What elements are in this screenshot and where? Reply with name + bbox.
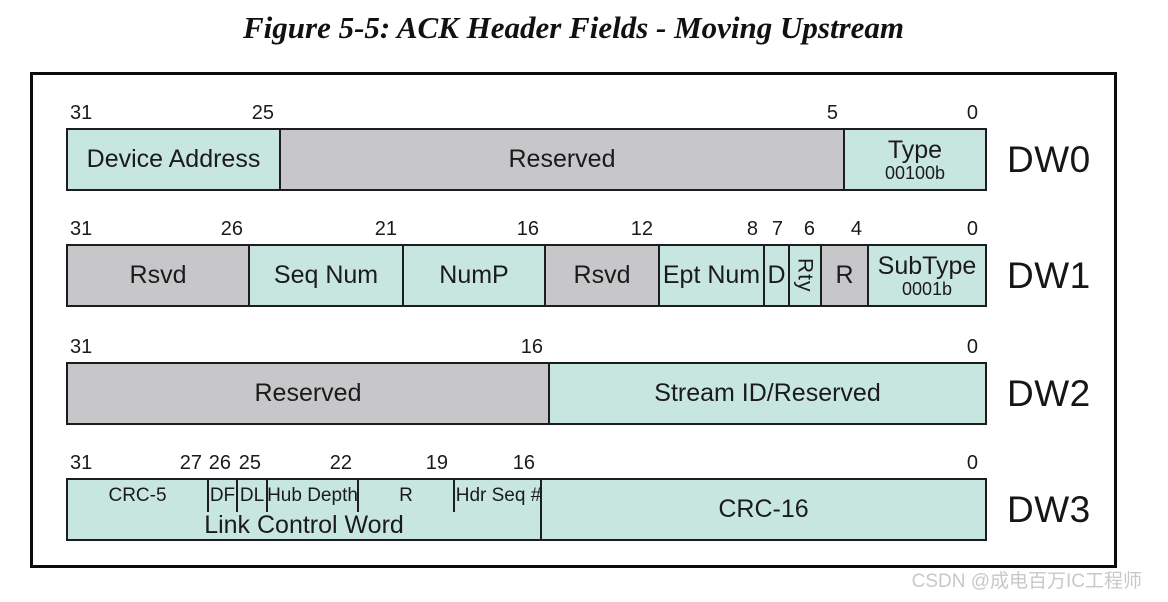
bit-label-0: 0: [966, 452, 978, 474]
bit-tick-row: 31 25 5 0: [66, 99, 987, 128]
dword-label-dw0: DW0: [1007, 138, 1091, 180]
bitfield-rsvd: Rsvd: [546, 246, 660, 305]
bitfield-reserved: Reserved: [68, 364, 550, 423]
field-label: Device Address: [86, 145, 261, 173]
bit-label-16: 16: [520, 336, 543, 358]
field-sublabel: 00100b: [884, 162, 946, 183]
bit-label-31: 31: [70, 218, 93, 240]
field-label: R: [835, 261, 854, 289]
field-label: Seq Num: [273, 261, 379, 289]
dword-label-dw2: DW2: [1007, 372, 1091, 414]
bit-label-16: 16: [512, 452, 535, 474]
bit-label-31: 31: [70, 102, 93, 124]
bit-label-22: 22: [329, 452, 352, 474]
bit-label-7: 7: [771, 218, 783, 240]
bitfield-rty: Rty: [790, 246, 822, 305]
bitfield-crc-16: CRC-16: [542, 480, 985, 539]
bit-label-0: 0: [966, 218, 978, 240]
bit-tick-row: 31 27 26 25 22 19 16 0: [66, 449, 987, 478]
bit-label-26: 26: [208, 452, 231, 474]
bitfield-r: R: [822, 246, 869, 305]
subfield-label: Hub Depth: [267, 485, 358, 506]
field-label: Link Control Word: [204, 511, 404, 539]
bitfield-device-address: Device Address: [68, 130, 281, 189]
bit-label-16: 16: [516, 218, 539, 240]
field-label: Reserved: [508, 145, 616, 173]
bit-label-19: 19: [425, 452, 448, 474]
watermark: CSDN @成电百万IC工程师: [911, 571, 1142, 592]
subfield-hub-depth: Hub Depth: [267, 480, 359, 512]
bitfield-seq-num: Seq Num: [250, 246, 404, 305]
bitfield-reserved: Reserved: [281, 130, 845, 189]
subfield-dl: DL: [238, 480, 268, 512]
field-label: Type: [887, 135, 943, 164]
field-sublabel: 0001b: [901, 278, 953, 299]
field-label: CRC-16: [718, 495, 809, 523]
field-label: Rsvd: [573, 261, 631, 289]
subfield-r: R: [359, 480, 455, 512]
field-label: NumP: [439, 261, 509, 289]
bit-label-26: 26: [220, 218, 243, 240]
field-label: Stream ID/Reserved: [654, 379, 881, 407]
subfield-label: Hdr Seq #: [455, 485, 542, 506]
bitfield-d: D: [765, 246, 790, 305]
bit-tick-row: 31 16 0: [66, 333, 987, 362]
bit-label-4: 4: [850, 218, 862, 240]
bit-label-12: 12: [630, 218, 653, 240]
dword-box-dw2: Reserved Stream ID/Reserved: [66, 362, 987, 425]
bit-label-0: 0: [966, 336, 978, 358]
bitfield-nump: NumP: [404, 246, 546, 305]
subfield-df: DF: [209, 480, 238, 512]
bit-label-0: 0: [966, 102, 978, 124]
bit-label-25: 25: [251, 102, 274, 124]
dword-label-dw3: DW3: [1007, 488, 1091, 530]
bitfield-ept-num: Ept Num: [660, 246, 765, 305]
bit-label-5: 5: [826, 102, 838, 124]
field-label: Rsvd: [129, 261, 187, 289]
field-label: Rty: [793, 258, 817, 293]
field-label: Ept Num: [662, 261, 761, 289]
subfield-label: DL: [239, 485, 265, 506]
subfield-crc-5: CRC-5: [68, 480, 209, 512]
bit-label-31: 31: [70, 452, 93, 474]
bitfield-stream-id-reserved: Stream ID/Reserved: [550, 364, 985, 423]
field-label: Reserved: [254, 379, 362, 407]
bit-label-25: 25: [238, 452, 261, 474]
dword-label-dw1: DW1: [1007, 254, 1091, 296]
bit-label-21: 21: [374, 218, 397, 240]
subfield-hdr-seq: Hdr Seq #: [455, 480, 542, 512]
field-label: D: [767, 261, 786, 289]
subfield-label: DF: [209, 485, 236, 506]
field-label: SubType: [877, 251, 977, 280]
bit-label-31: 31: [70, 336, 93, 358]
subfield-label: R: [399, 485, 413, 506]
bit-label-6: 6: [803, 218, 815, 240]
figure-title: Figure 5-5: ACK Header Fields - Moving U…: [242, 10, 905, 45]
bit-label-27: 27: [179, 452, 202, 474]
subfield-label: CRC-5: [108, 485, 167, 506]
bit-label-8: 8: [746, 218, 758, 240]
bitfield-rsvd: Rsvd: [68, 246, 250, 305]
